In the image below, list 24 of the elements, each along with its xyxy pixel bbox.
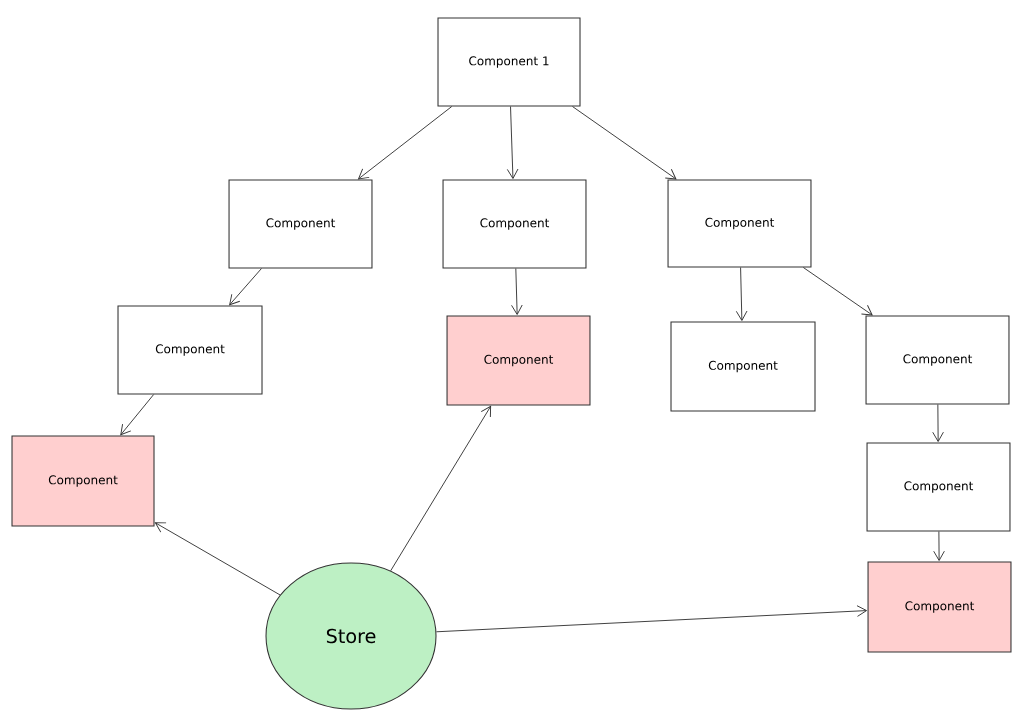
component-box: Component 1 [437, 17, 581, 107]
component-box: Component [442, 179, 587, 269]
arrow [933, 531, 945, 561]
component-box: Component [228, 179, 373, 269]
arrow [932, 404, 944, 442]
arrow [358, 106, 453, 180]
component-box: Component [446, 315, 591, 406]
arrow [390, 405, 492, 572]
component-box: Component [866, 442, 1011, 532]
component-box: Component [11, 435, 155, 527]
arrow [735, 267, 748, 321]
arrow [435, 605, 868, 633]
component-box: Component [670, 321, 816, 412]
arrow [506, 106, 519, 179]
component-box: Component [865, 315, 1010, 405]
arrow [802, 267, 873, 316]
component-box: Component [867, 561, 1012, 653]
arrow [120, 394, 155, 436]
arrow [511, 268, 523, 315]
component-box: Component [117, 305, 263, 395]
component-box: Component [667, 179, 812, 268]
arrow [154, 522, 281, 596]
arrow [572, 106, 677, 180]
arrow [229, 268, 262, 306]
